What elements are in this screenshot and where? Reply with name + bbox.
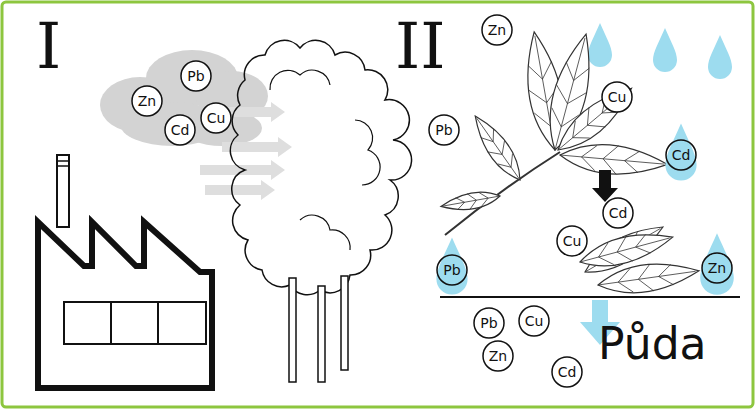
circle-outline xyxy=(437,255,467,285)
circle-outline xyxy=(557,226,587,256)
wind-arrow xyxy=(200,160,285,180)
circle-outline xyxy=(132,86,162,116)
window-dividers xyxy=(111,302,158,344)
element-symbol: Cu xyxy=(525,313,544,329)
element-symbol: Zn xyxy=(708,260,726,276)
element-circle: Pb xyxy=(180,60,212,92)
circle-outline xyxy=(552,357,582,387)
element-circle: Zn xyxy=(701,252,733,284)
circle-outline xyxy=(666,140,696,170)
circle-outline xyxy=(482,15,512,45)
element-symbol: Pb xyxy=(443,262,460,278)
element-circle: Cu xyxy=(518,305,550,337)
element-circle: Pb xyxy=(473,307,505,339)
wind-arrow xyxy=(222,137,292,157)
element-symbol: Cu xyxy=(608,89,627,105)
circle-outline xyxy=(181,61,211,91)
ground-line xyxy=(440,296,740,298)
chimney xyxy=(57,155,69,227)
element-symbol: Zn xyxy=(489,348,507,364)
circle-outline xyxy=(519,306,549,336)
panel-number: I xyxy=(36,14,61,78)
element-symbol: Zn xyxy=(488,22,506,38)
circle-outline xyxy=(483,341,513,371)
element-symbol: Cd xyxy=(672,147,691,163)
panel-number: II xyxy=(395,14,446,78)
circle-outline xyxy=(603,198,633,228)
element-circle: Zn xyxy=(131,85,163,117)
circle-outline xyxy=(201,103,231,133)
circle-outline xyxy=(602,82,632,112)
element-circle: Cd xyxy=(665,139,697,171)
leaf xyxy=(440,188,502,214)
tree-crown xyxy=(230,40,411,294)
element-circle: Cd xyxy=(164,114,196,146)
fallen-leaf xyxy=(596,257,701,298)
fall-arrow xyxy=(592,170,618,202)
wind-arrow xyxy=(205,180,275,200)
element-symbol: Pb xyxy=(187,68,204,84)
element-symbol: Pb xyxy=(435,122,452,138)
element-circle: Zn xyxy=(482,340,514,372)
wind-arrows xyxy=(200,102,292,200)
factory-building xyxy=(38,222,212,388)
element-symbol: Cd xyxy=(609,205,628,221)
circle-outline xyxy=(474,308,504,338)
element-symbol: Zn xyxy=(138,93,156,109)
factory-windows xyxy=(64,302,206,344)
leaf xyxy=(467,110,529,186)
element-circle: Cu xyxy=(556,225,588,257)
element-circle: Cd xyxy=(551,356,583,388)
tree-trunk xyxy=(318,286,325,382)
circle-outline xyxy=(165,115,195,145)
rain-drop xyxy=(436,237,467,294)
element-symbol: Cd xyxy=(558,364,577,380)
chimney-stripes xyxy=(57,161,69,166)
element-circle: Pb xyxy=(428,114,460,146)
element-symbol: Pb xyxy=(480,315,497,331)
leaf xyxy=(559,141,669,179)
element-symbol: Cu xyxy=(563,233,582,249)
tree-trunk xyxy=(289,278,296,382)
element-circle: Cu xyxy=(601,81,633,113)
tree-crown-detail xyxy=(270,70,380,250)
element-symbol: Cd xyxy=(171,122,190,138)
emission-cloud xyxy=(100,50,268,146)
rain-drop xyxy=(708,35,732,79)
rain-drop xyxy=(665,123,696,180)
element-circle: Cu xyxy=(200,102,232,134)
rain-drop xyxy=(700,233,734,295)
element-circle: Zn xyxy=(481,14,513,46)
element-circle: Cd xyxy=(602,197,634,229)
element-symbol: Cu xyxy=(207,110,226,126)
tree-trunk xyxy=(341,276,348,370)
circle-outline xyxy=(702,253,732,283)
element-circle: Pb xyxy=(436,254,468,286)
rain-drop xyxy=(653,28,677,72)
rain-drop xyxy=(588,23,612,67)
soil-label: Půda xyxy=(598,322,707,366)
circle-outline xyxy=(429,115,459,145)
